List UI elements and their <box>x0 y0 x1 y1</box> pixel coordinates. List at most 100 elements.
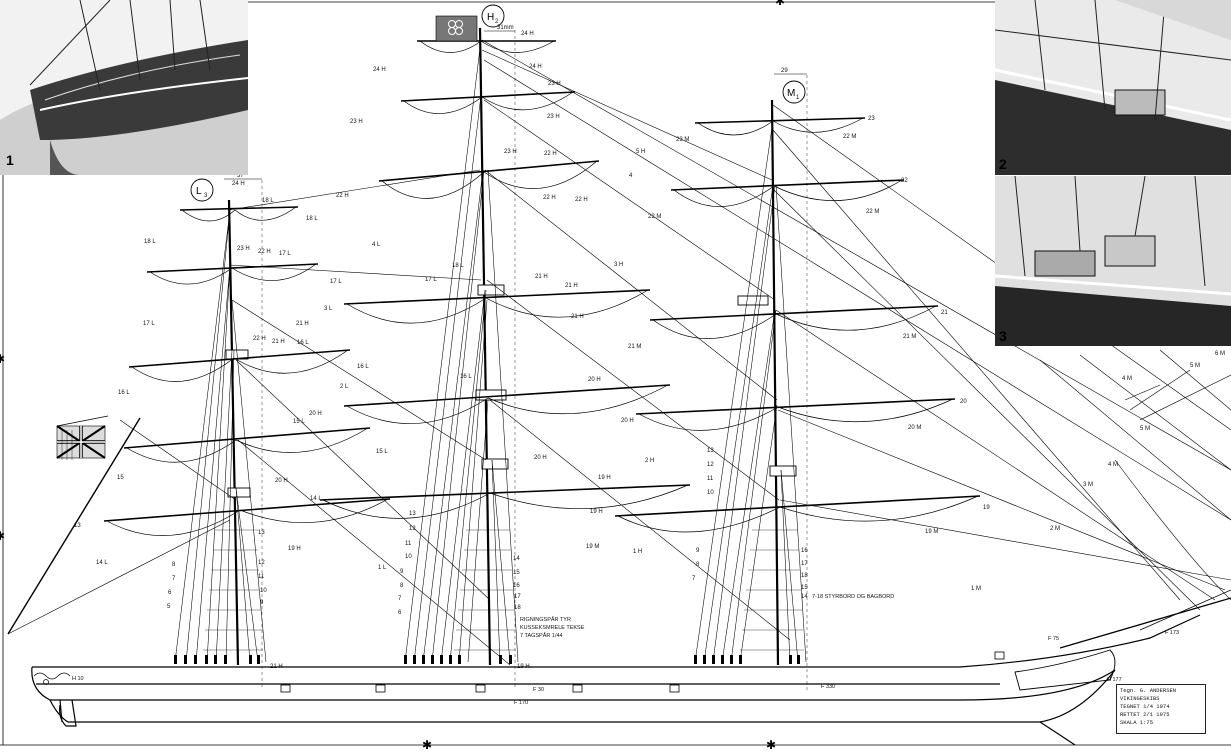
photo-number: 3 <box>999 328 1007 344</box>
pin-label: 12 <box>707 462 714 468</box>
rigging-label: 21 H <box>565 283 578 289</box>
photo-1: 1 <box>0 0 248 175</box>
rigging-label: 3 L <box>324 306 333 312</box>
photo-3: 3 <box>995 176 1231 346</box>
pin-label: 9 <box>260 600 264 606</box>
registration-mark: ✱ <box>0 352 6 366</box>
photo-2: 2 <box>995 0 1231 175</box>
rigging-label: 21 H <box>571 314 584 320</box>
rigging-label: 15 <box>117 475 124 481</box>
rigging-label: 19 H <box>598 475 611 481</box>
pin-label: 11 <box>405 541 412 547</box>
mast-subscript: 1 <box>796 95 800 101</box>
rigging-label: 22 H <box>575 197 588 203</box>
rigging-label: 22 H <box>544 151 557 157</box>
pin-labels: 8 7 6 5 13 12 11 10 9 13 12 11 10 9 8 7 … <box>167 448 808 616</box>
sails <box>106 40 979 536</box>
rigging-label: 23 M <box>676 137 689 143</box>
rigging-label: 24 H <box>373 67 386 73</box>
stamp-line: SKALA 1:75 <box>1120 719 1154 726</box>
pin-label: 9 <box>696 548 700 554</box>
rigging-label: 23 H <box>237 246 250 252</box>
shrouds <box>174 39 807 663</box>
rigging-label: 23 H <box>548 81 561 87</box>
rigging-label: 22 M <box>648 214 661 220</box>
pin-label: 13 <box>409 511 416 517</box>
rigging-label: 17 L <box>143 321 155 327</box>
stamp-line: Tegn. G. ANDERSEN <box>1120 687 1177 694</box>
rigging-label: 18 L <box>144 239 156 245</box>
rigging-label: 21 H <box>296 321 309 327</box>
rigging-label: 16 L <box>118 390 130 396</box>
rigging-label: 6 M <box>1215 351 1225 357</box>
rigging-labels-m: 23 23 M 22 M 22 M 22 M 22 21 21 M 21 M 2… <box>628 116 1225 592</box>
rigging-label: 2 M <box>1050 526 1060 532</box>
pin-label: 17 <box>801 561 808 567</box>
pin-label: 17 <box>514 594 521 600</box>
pin-label: 16 <box>513 583 520 589</box>
rigging-label: 5 M <box>1190 363 1200 369</box>
rigging-label: 4 M <box>1122 376 1132 382</box>
pin-label: 15 <box>513 570 520 576</box>
pin-label: 13 <box>707 448 714 454</box>
rigging-label: 21 H <box>272 339 285 345</box>
spanker <box>7 417 237 635</box>
pin-label: 10 <box>260 588 267 594</box>
rigging-label: 22 <box>901 178 908 184</box>
bowsprit <box>1059 589 1231 649</box>
pin-label: 7 <box>172 576 176 582</box>
rigging-label: 20 M <box>908 425 921 431</box>
pin-label: 11 <box>258 574 265 580</box>
hull-mark: F 170 <box>514 700 528 706</box>
mast-label-h2: H 2 31mm <box>481 4 515 32</box>
rigging-label: 20 H <box>588 377 601 383</box>
pin-label: 6 <box>398 610 402 616</box>
masts <box>227 27 780 666</box>
rigging-label: 20 H <box>534 455 547 461</box>
rigging-label: 23 <box>868 116 875 122</box>
rigging-label: 23 H <box>504 149 517 155</box>
pin-label: 16 <box>801 548 808 554</box>
rigging-label: 18 L <box>262 198 274 204</box>
pin-label: 14 <box>801 594 808 600</box>
pin-label: 7 <box>398 596 402 602</box>
mast-label-m1: M 1 29 <box>774 68 807 104</box>
hull-mark: F 173 <box>1165 630 1179 636</box>
pin-label: 5 <box>167 604 171 610</box>
pin-label: 9 <box>400 569 404 575</box>
rigging-label: 4 M <box>1108 462 1118 468</box>
hull-mark: F 30 <box>533 687 544 693</box>
mast-label-l3: L 3 37 <box>190 173 262 202</box>
rigging-label: 5 H <box>636 149 645 155</box>
yards <box>103 40 981 522</box>
hull-marks: F 330 F 30 F 170 H 177 H 10 F 75 F 173 <box>72 630 1179 706</box>
rigging-label: 18 L <box>306 216 318 222</box>
rigging-label: 22 H <box>543 195 556 201</box>
rigging-label: 4 <box>629 173 633 179</box>
rigging-label: 17 L <box>425 277 437 283</box>
mast-dimension: 37 <box>237 173 244 179</box>
mast-letter: L <box>196 186 202 197</box>
rigging-label: 14 L <box>310 496 322 502</box>
pin-label: 12 <box>409 526 416 532</box>
mast-subscript: 3 <box>204 193 208 199</box>
rigging-label: 21 M <box>903 334 916 340</box>
mast-letter: M <box>787 88 795 99</box>
note-line: KUSSEKSMRELE TEKSE <box>520 625 585 631</box>
rigging-label: 5 M <box>1140 426 1150 432</box>
registration-mark: ✱ <box>766 738 777 752</box>
rigging-label: 16 L <box>460 374 472 380</box>
rigging-label: 2 H <box>645 458 654 464</box>
pin-label: 18 <box>514 605 521 611</box>
pin-label: 15 <box>801 585 808 591</box>
construction-lines <box>261 30 808 690</box>
rigging-label: 20 <box>960 399 967 405</box>
rigging-label: 1 M <box>971 586 981 592</box>
rigging-label: 20 H <box>275 478 288 484</box>
rigging-label: 3 M <box>1083 482 1093 488</box>
stand-note: RIGNINGSPÅR TYR KUSSEKSMRELE TEKSE 7 TAG… <box>520 616 585 639</box>
rigging-label: 2 L <box>340 384 349 390</box>
title-stamp: Tegn. G. ANDERSEN VIKINGESKIBS TEGNET 1/… <box>1116 684 1206 734</box>
rigging-labels-l: 18 L 18 L 18 L 17 L 17 L 17 L 16 L 16 L … <box>74 181 388 670</box>
photo-number: 2 <box>999 156 1007 172</box>
